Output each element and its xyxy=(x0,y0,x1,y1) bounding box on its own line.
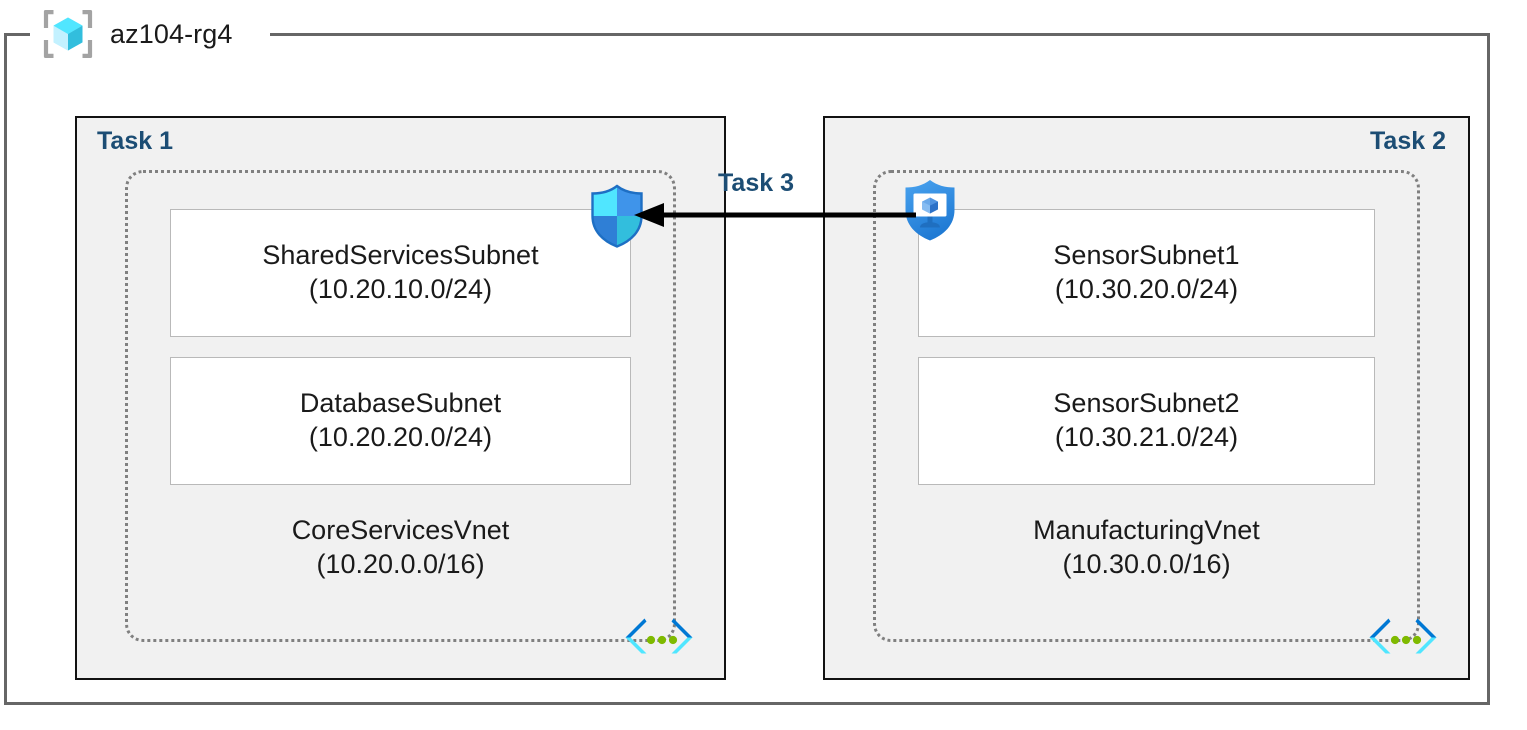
task-3-label: Task 3 xyxy=(718,169,794,197)
vnet-cidr: (10.20.0.0/16) xyxy=(316,548,485,579)
subnet-cidr: (10.20.10.0/24) xyxy=(308,274,493,304)
vnet-caption: CoreServicesVnet (10.20.0.0/16) xyxy=(128,515,673,581)
vnet-name: CoreServicesVnet xyxy=(291,515,510,545)
resource-group-frame xyxy=(4,33,1490,705)
task-2-label: Task 2 xyxy=(1370,127,1446,155)
vnet-caption: ManufacturingVnet (10.30.0.0/16) xyxy=(876,515,1417,581)
subnet-name: SensorSubnet1 xyxy=(1053,240,1240,271)
virtual-network-icon xyxy=(623,615,695,661)
task-1-label: Task 1 xyxy=(97,127,173,155)
virtual-network-icon xyxy=(1367,615,1439,661)
shield-quadrant-icon xyxy=(583,182,651,250)
subnet-sensor-1: SensorSubnet1 (10.30.20.0/24) xyxy=(918,209,1375,337)
subnet-cidr: (10.30.21.0/24) xyxy=(1054,422,1239,452)
resource-group-name: az104-rg4 xyxy=(110,18,233,49)
subnet-cidr: (10.20.20.0/24) xyxy=(308,422,493,452)
subnet-database: DatabaseSubnet (10.20.20.0/24) xyxy=(170,357,631,485)
shield-monitor-icon xyxy=(896,176,964,244)
resource-group-header: az104-rg4 xyxy=(40,6,232,62)
subnet-sensor-2: SensorSubnet2 (10.30.21.0/24) xyxy=(918,357,1375,485)
resource-group-frame-gap xyxy=(30,26,270,42)
vnet-cidr: (10.30.0.0/16) xyxy=(1062,548,1231,579)
subnet-name: SensorSubnet2 xyxy=(1053,388,1240,419)
subnet-cidr: (10.30.20.0/24) xyxy=(1054,274,1239,304)
subnet-name: SharedServicesSubnet xyxy=(262,240,539,271)
resource-group-cube-icon xyxy=(40,6,96,62)
subnet-shared-services: SharedServicesSubnet (10.20.10.0/24) xyxy=(170,209,631,337)
vnet-name: ManufacturingVnet xyxy=(1033,515,1260,545)
subnet-name: DatabaseSubnet xyxy=(299,388,502,419)
